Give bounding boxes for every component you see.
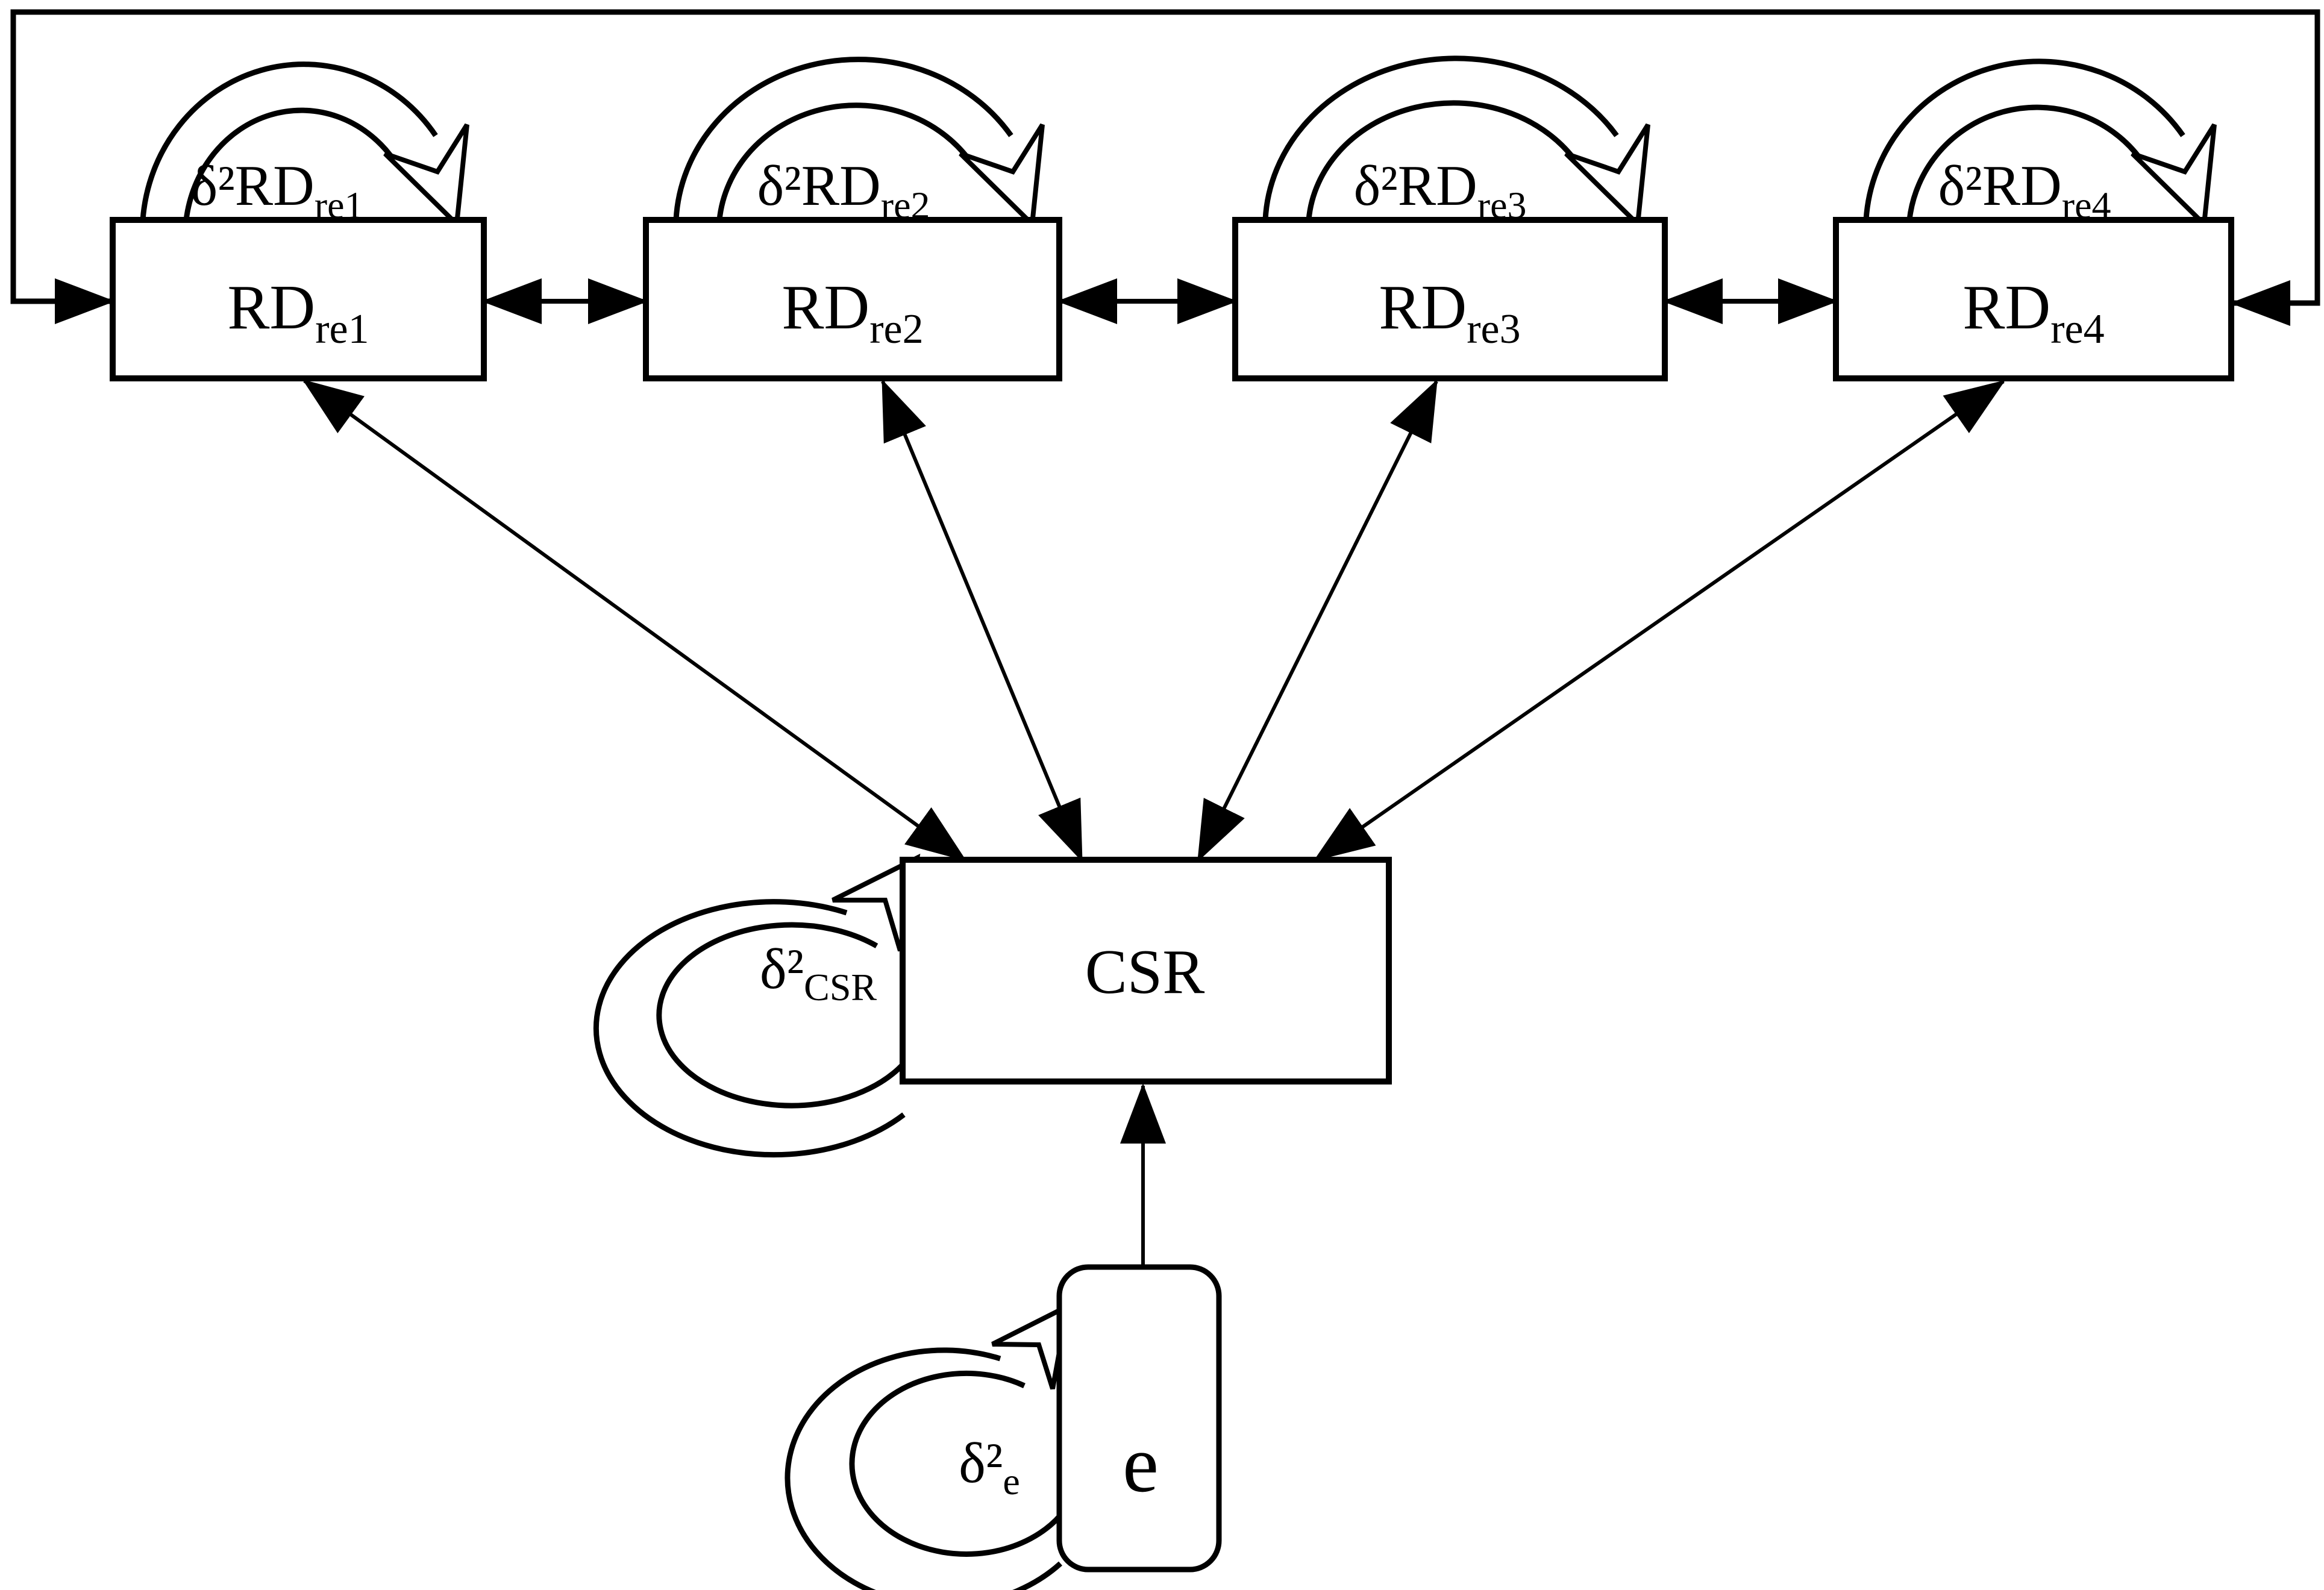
variance-arrowhead-re4 xyxy=(2131,123,2217,230)
rd-re4-box xyxy=(1833,217,2234,381)
rd-re4-variance-label: δ²RDre4 xyxy=(1938,154,2111,227)
rd-re2-box xyxy=(643,217,1062,381)
path-arrow-rd1-csr xyxy=(302,379,967,862)
variance-arc-outer-re3 xyxy=(1262,55,1619,221)
rd-re1-box xyxy=(110,217,487,381)
rd-re1-label: RDre1 xyxy=(227,272,369,352)
variance-arc-outer-re4 xyxy=(1863,58,2185,221)
csr-variance-arc-inner xyxy=(656,922,906,1109)
variance-arc-outer-re2 xyxy=(673,57,1013,221)
indicator-rd-re4-group: RDre4 δ²RDre4 xyxy=(1833,58,2234,381)
rd-re3-variance-label: δ²RDre3 xyxy=(1354,154,1527,227)
indicator-rd-re1-group: RDre1 δ²RDre1 xyxy=(110,61,487,381)
rd-re2-variance-label: δ²RDre2 xyxy=(757,154,930,227)
e-variance-label: δ²e xyxy=(959,1431,1020,1503)
csr-variance-arc-outer xyxy=(593,899,906,1158)
variance-arc-inner-re1 xyxy=(183,107,395,221)
path-arrow-rd2-csr xyxy=(881,379,1083,862)
variance-arrowhead-re3 xyxy=(1564,123,1650,230)
rd-re1-variance-label: δ²RDre1 xyxy=(191,154,364,227)
csr-label: CSR xyxy=(1085,936,1204,1007)
e-box xyxy=(1056,1264,1222,1573)
variance-arc-inner-re4 xyxy=(1906,104,2142,221)
error-group: e δ²e xyxy=(785,1264,1222,1590)
e-variance-arc-outer xyxy=(785,1347,1063,1590)
variance-arrowhead-re1 xyxy=(383,123,469,230)
indicator-rd-re3-group: RDre3 δ²RDre3 xyxy=(1232,55,1668,381)
path-arrow-rd4-csr xyxy=(1313,380,2006,862)
outer-covariance-path-rd1-rd4 xyxy=(10,9,2320,326)
variance-arrowhead-re2 xyxy=(959,123,1045,230)
rd-re4-label: RDre4 xyxy=(1962,272,2104,352)
rd-re2-label: RDre2 xyxy=(781,272,923,352)
rd-re3-label: RDre3 xyxy=(1379,272,1520,352)
path-arrow-rd3-csr xyxy=(1197,379,1438,862)
variance-arc-inner-re2 xyxy=(716,102,970,221)
indicator-rd-re2-group: RDre2 δ²RDre2 xyxy=(643,57,1062,381)
rd-re3-box xyxy=(1232,217,1668,381)
csr-group: CSR δ²CSR xyxy=(593,853,1392,1158)
e-label: e xyxy=(1123,1419,1159,1509)
variance-arc-inner-re3 xyxy=(1306,100,1576,221)
variance-arc-outer-re1 xyxy=(140,61,438,221)
e-variance-arc-inner xyxy=(849,1370,1063,1557)
csr-box xyxy=(900,857,1392,1085)
csr-variance-label: δ²CSR xyxy=(760,937,877,1009)
